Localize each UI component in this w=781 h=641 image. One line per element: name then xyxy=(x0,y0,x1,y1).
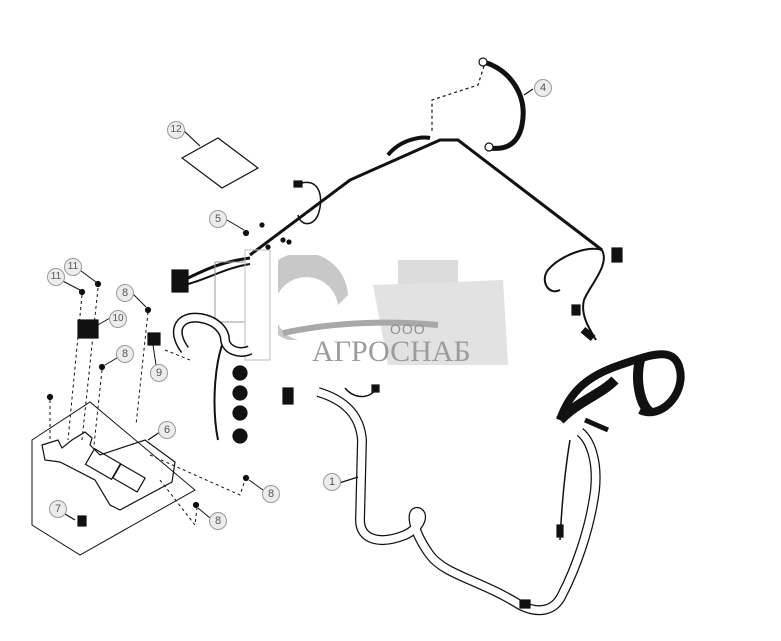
callout-8b: 8 xyxy=(116,345,134,363)
switch-module-part xyxy=(77,319,99,339)
callout-12: 12 xyxy=(167,121,185,139)
watermark-name: АГРОСНАБ xyxy=(312,335,471,368)
callout-5: 5 xyxy=(209,210,227,228)
callout-10: 10 xyxy=(109,310,127,328)
connector-cluster xyxy=(171,249,380,444)
engine-harness-bundle xyxy=(556,350,685,433)
callout-11a: 11 xyxy=(47,268,65,286)
callout-4: 4 xyxy=(534,79,552,97)
agrosnab-watermark: ООО АГРОСНАБ xyxy=(258,252,518,385)
watermark-prefix: ООО xyxy=(390,321,426,337)
callout-8a: 8 xyxy=(116,284,134,302)
callout-1: 1 xyxy=(323,473,341,491)
relay-part xyxy=(147,332,161,346)
callout-7: 7 xyxy=(49,500,67,518)
callout-11b: 11 xyxy=(64,258,82,276)
label-sheet-part xyxy=(180,137,260,189)
callout-9: 9 xyxy=(150,364,168,382)
callout-8d: 8 xyxy=(209,512,227,530)
assembly-leaders xyxy=(49,287,246,527)
upper-harness-run xyxy=(249,135,623,342)
callout-8c: 8 xyxy=(262,485,280,503)
ground-strap-part xyxy=(431,57,534,152)
callout-6: 6 xyxy=(158,421,176,439)
gear-combine-logo-icon xyxy=(258,252,508,365)
main-harness-part xyxy=(316,387,601,616)
fasteners xyxy=(46,222,292,509)
